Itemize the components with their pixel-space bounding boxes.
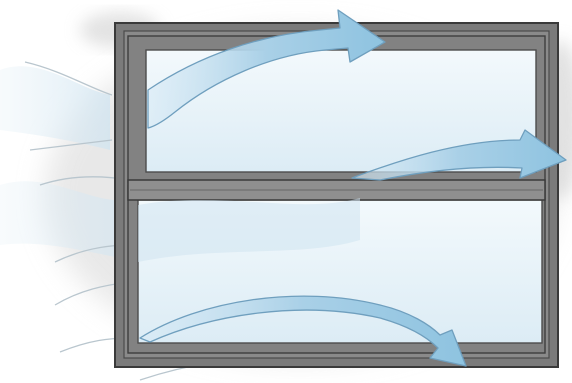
lower-glass-airflow: [138, 198, 360, 262]
upper-exit-arrow: [147, 9, 386, 129]
meeting-rail-exit-arrow: [351, 129, 567, 181]
lower-exit-arrow: [139, 295, 467, 367]
wind-line-1: [24, 61, 113, 96]
upper-sash: [127, 35, 546, 184]
wind-line-2: [29, 139, 113, 151]
meeting-rail: [127, 179, 546, 201]
